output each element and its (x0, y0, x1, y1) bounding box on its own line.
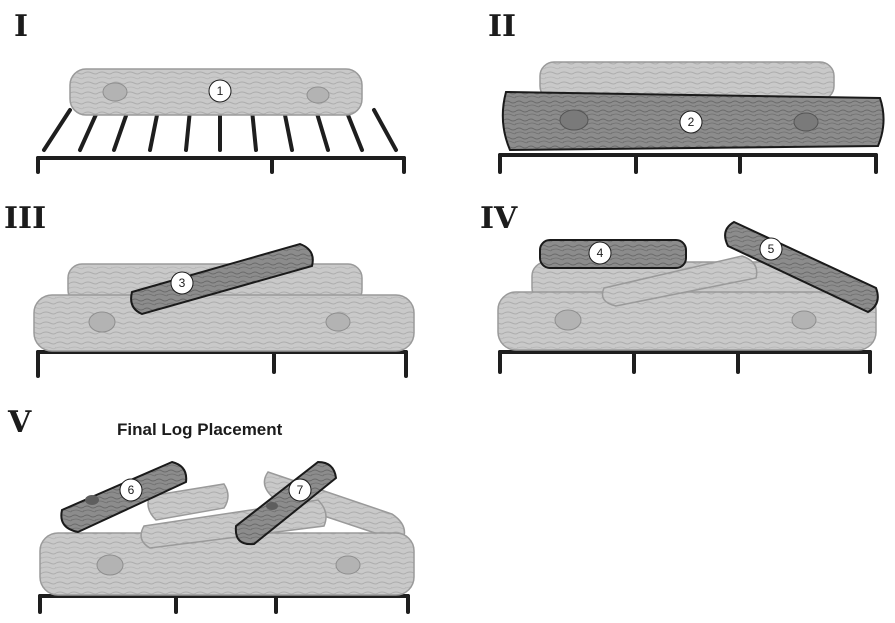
front-log (497, 291, 877, 351)
step-3-label: III (4, 201, 46, 236)
step-1-panel: I 1 (14, 9, 406, 174)
callout-1: 1 (208, 79, 232, 103)
step-3-panel: III 3 (4, 201, 415, 378)
step-1-label: I (14, 9, 28, 44)
step-4-label: IV (480, 201, 518, 236)
step-5-caption: Final Log Placement (117, 420, 283, 439)
log-3 (130, 242, 314, 316)
grate (36, 108, 406, 174)
callout-5-number: 5 (768, 242, 775, 256)
grate (38, 594, 410, 614)
step-2-label: II (488, 9, 516, 44)
front-log (33, 294, 415, 352)
callout-7: 7 (288, 478, 312, 502)
callout-4: 4 (588, 241, 612, 265)
log-4 (539, 239, 687, 269)
grate (498, 350, 872, 374)
front-log (39, 532, 415, 596)
callout-1-number: 1 (217, 84, 224, 98)
callout-5: 5 (759, 237, 783, 261)
callout-6-number: 6 (128, 483, 135, 497)
grate (36, 350, 408, 378)
step-5-panel: V Final Log Placement 6 (7, 405, 415, 614)
callout-2: 2 (679, 110, 703, 134)
callout-6: 6 (119, 478, 143, 502)
callout-7-number: 7 (297, 483, 304, 497)
step-2-panel: II 2 (488, 9, 885, 174)
step-4-panel: IV 4 5 (480, 201, 879, 374)
step-5-label: V (7, 405, 32, 440)
callout-2-number: 2 (688, 115, 695, 129)
middle-log (601, 255, 758, 307)
callout-3: 3 (170, 271, 194, 295)
log-7 (234, 460, 338, 546)
callout-3-number: 3 (179, 276, 186, 290)
grate (498, 153, 878, 174)
callout-4-number: 4 (597, 246, 604, 260)
